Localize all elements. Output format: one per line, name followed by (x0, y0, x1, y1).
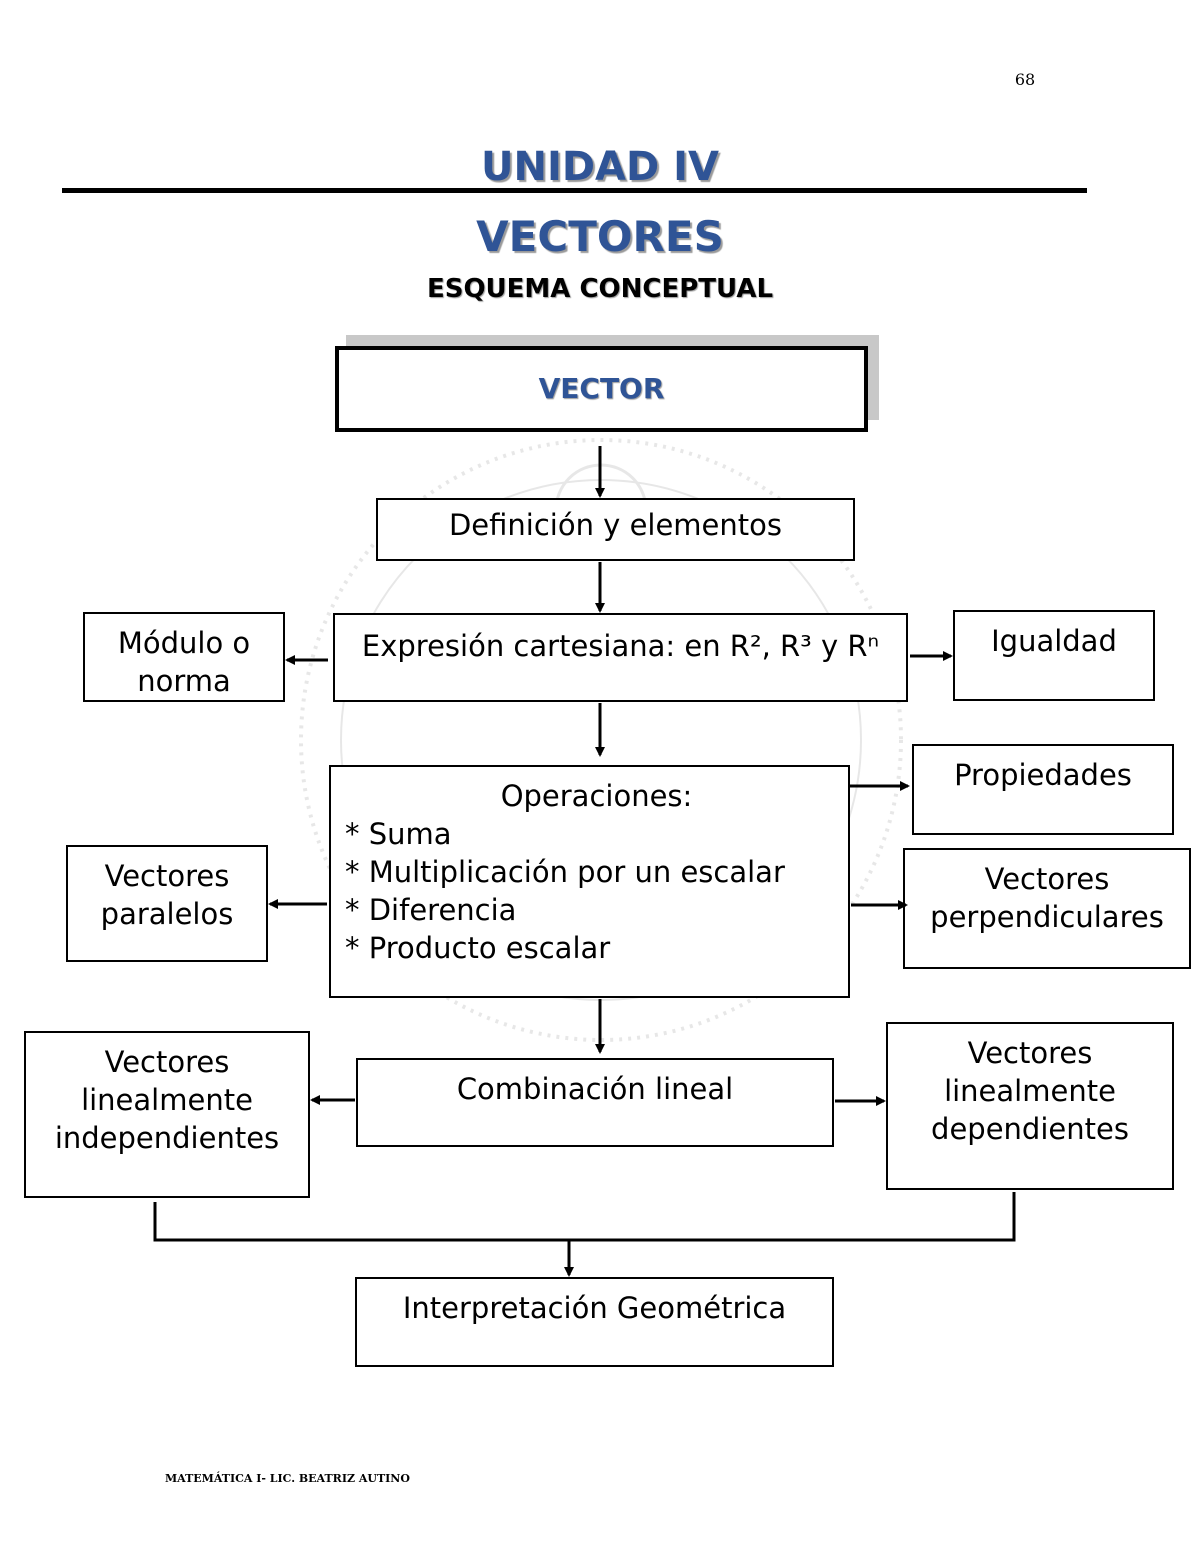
geometric-interpretation-node: Interpretación Geométrica (355, 1277, 834, 1367)
bracket-independent-dependent (153, 1192, 1016, 1242)
footer-author: MATEMÁTICA I- LIC. BEATRIZ AUTINO (165, 1472, 410, 1485)
operation-item: * Diferencia (345, 893, 517, 927)
parallel-line2: paralelos (100, 897, 234, 931)
scheme-subtitle: ESQUEMA CONCEPTUAL (426, 274, 774, 304)
operations-node: Operaciones: * Suma * Multiplicación por… (329, 765, 850, 998)
dependent-line2: linealmente (944, 1074, 1116, 1108)
perpendicular-line1: Vectores (984, 862, 1110, 896)
parallel-line1: Vectores (104, 859, 230, 893)
modulus-node: Módulo o norma (83, 612, 285, 702)
operation-item: * Suma (345, 817, 452, 851)
linear-combination-node: Combinación lineal (356, 1058, 834, 1147)
definition-node: Definición y elementos (376, 498, 855, 561)
perpendicular-line2: perpendiculares (930, 900, 1164, 934)
independent-line2: linealmente (81, 1083, 253, 1117)
equality-node: Igualdad (953, 610, 1155, 701)
dependent-line3: dependientes (931, 1112, 1129, 1146)
independent-vectors-node: Vectores linealmente independientes (24, 1031, 310, 1198)
dependent-line1: Vectores (967, 1036, 1093, 1070)
operation-item: * Producto escalar (345, 931, 611, 965)
modulus-line2: norma (137, 664, 231, 698)
operation-item: * Multiplicación por un escalar (345, 855, 785, 889)
vector-node: VECTOR (335, 346, 868, 432)
parallel-vectors-node: Vectores paralelos (66, 845, 268, 962)
perpendicular-vectors-node: Vectores perpendiculares (903, 848, 1191, 969)
independent-line1: Vectores (104, 1045, 230, 1079)
modulus-line1: Módulo o (117, 626, 251, 660)
dependent-vectors-node: Vectores linealmente dependientes (886, 1022, 1174, 1190)
topic-title: VECTORES (476, 212, 724, 261)
operations-title: Operaciones: (500, 779, 693, 813)
independent-line3: independientes (54, 1121, 280, 1155)
cartesian-expression-node: Expresión cartesiana: en R², R³ y Rⁿ (333, 613, 908, 702)
page-number: 68 (1014, 70, 1036, 89)
unit-title: UNIDAD IV (481, 144, 719, 190)
properties-node: Propiedades (912, 744, 1174, 835)
header-rule (62, 188, 1087, 193)
